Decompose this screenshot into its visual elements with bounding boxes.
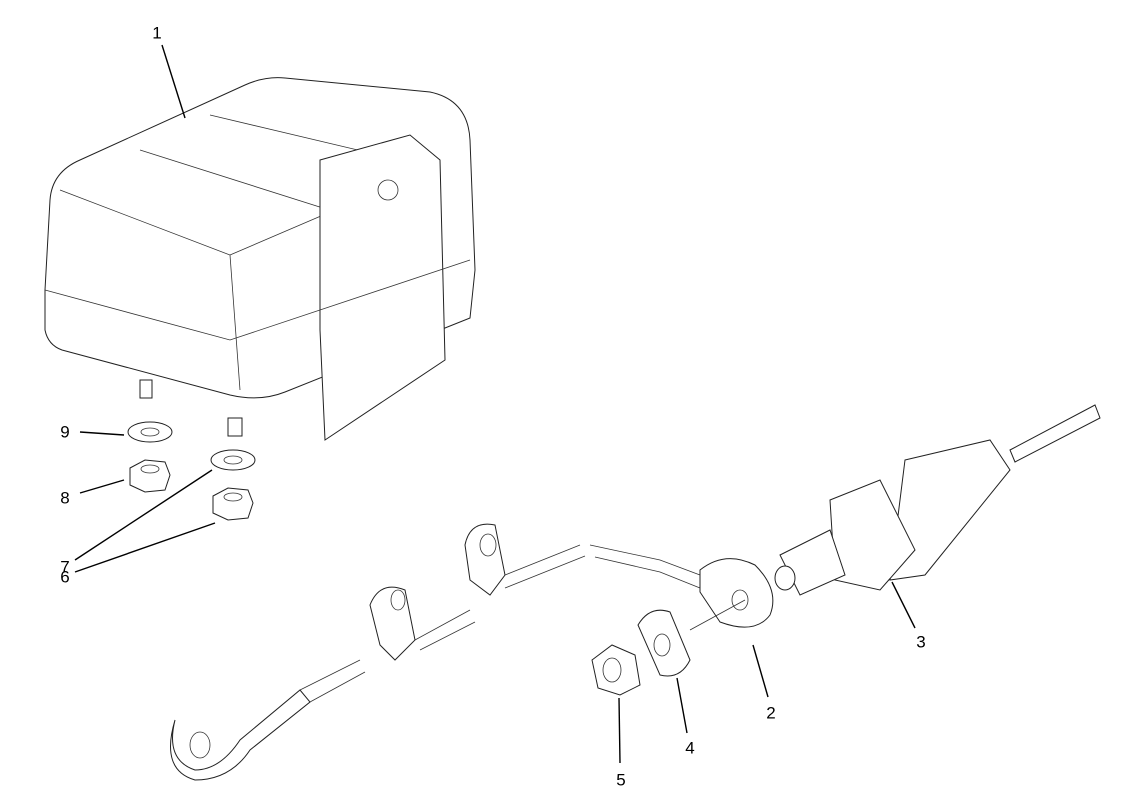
callout-4: 4 [685,738,695,758]
callout-6: 6 [60,567,70,587]
hex-nut-8 [129,459,171,493]
hex-nut-6 [212,487,254,521]
callout-2: 2 [766,703,776,723]
glow-plug [774,404,1101,596]
callout-1: 1 [152,23,162,43]
star-washer-9 [127,421,173,443]
star-washer-7 [210,449,256,471]
relay-box [44,77,476,441]
wire-harness [170,523,774,781]
callout-5: 5 [616,770,626,790]
callout-8: 8 [60,488,70,508]
lock-washer-4 [637,609,691,677]
callout-3: 3 [916,632,926,652]
leader-lines [74,44,916,764]
callout-9: 9 [60,422,70,442]
hex-nut-5 [591,644,641,696]
callout-7: 7 [60,557,70,577]
